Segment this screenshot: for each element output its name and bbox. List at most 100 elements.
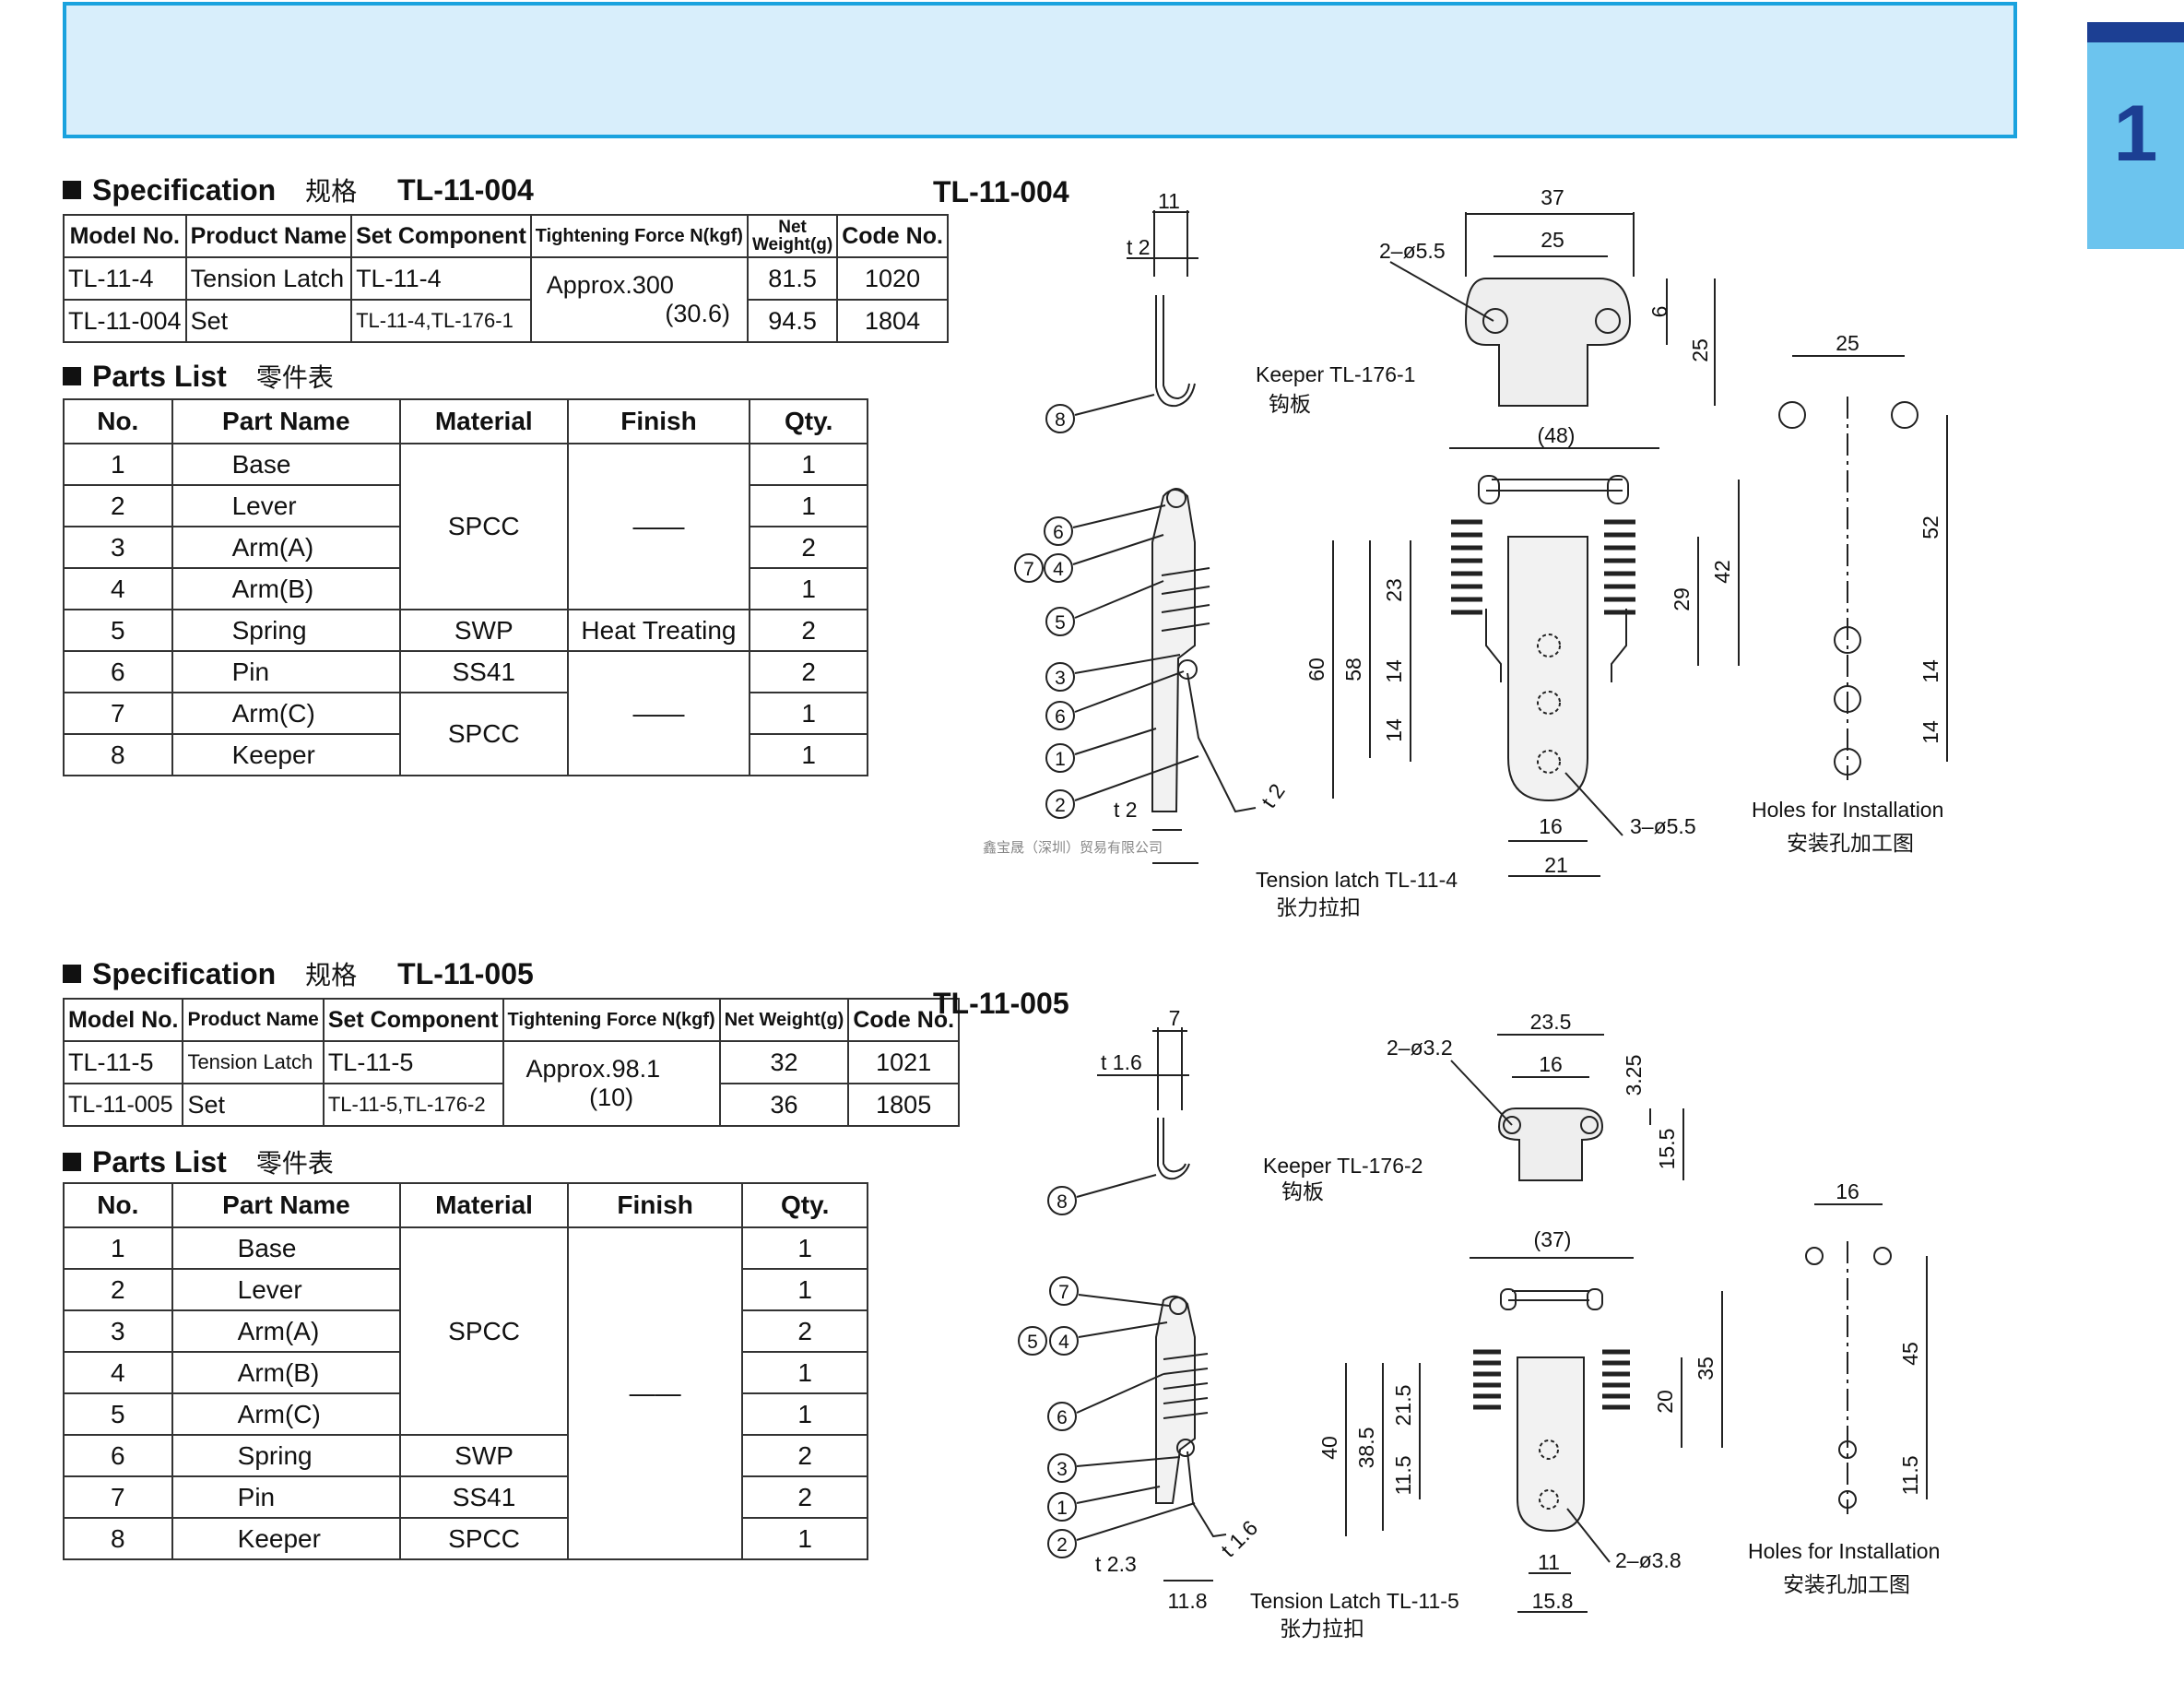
callout-circle (1049, 1276, 1079, 1306)
table-row: 3 Arm(A) 2 (63, 526, 868, 569)
svg-text:3: 3 (1057, 1459, 1068, 1480)
callout-circle (1047, 1492, 1077, 1522)
svg-text:8: 8 (1055, 409, 1066, 431)
leader-line (1076, 1456, 1181, 1467)
leader-line (1078, 1321, 1168, 1338)
table-row: 8 Keeper 1 (63, 733, 868, 776)
latch-side-view (1151, 489, 1196, 812)
svg-text:6: 6 (1647, 306, 1671, 318)
leader-line (1074, 580, 1164, 619)
svg-text:11: 11 (1538, 1550, 1560, 1574)
svg-text:4: 4 (1053, 559, 1064, 580)
svg-text:Keeper TL-176-1: Keeper TL-176-1 (1256, 362, 1415, 386)
svg-text:t 2: t 2 (1127, 235, 1151, 259)
pivot-pin (1176, 1439, 1195, 1457)
svg-text:安装孔加工图: 安装孔加工图 (1787, 831, 1914, 855)
keeper-hole (1482, 308, 1508, 334)
force-cell: Approx.98.1 (10) (502, 1040, 721, 1127)
technical-drawing-2: 7 t 1.6 23.5 16 2–ø3.2 3.25 15.5 16 (37)… (1018, 1006, 1940, 1641)
svg-text:21: 21 (1544, 853, 1568, 877)
leader-line (1074, 670, 1185, 713)
callout-circle (1047, 1186, 1077, 1215)
spec-heading-2: Specification 规格 TL-11-005 (63, 955, 534, 992)
spring-coils-side (1163, 1353, 1209, 1419)
table-row: 4 Arm(B) 1 (63, 567, 868, 610)
table-row: 7 Arm(C) SPCC 1 (63, 692, 868, 776)
svg-text:52: 52 (1918, 515, 1942, 539)
callout-circle (1045, 607, 1075, 636)
latch-hole (1537, 750, 1561, 774)
spring-coils-left (1473, 1349, 1501, 1410)
callout-circle (1014, 553, 1044, 583)
svg-text:t 2.3: t 2.3 (1095, 1552, 1137, 1576)
svg-text:20: 20 (1653, 1390, 1677, 1414)
svg-text:25: 25 (1688, 338, 1712, 362)
callout-circle (1047, 1453, 1077, 1483)
leader-line (1074, 654, 1181, 674)
square-bullet-icon (63, 965, 81, 983)
svg-text:钩板: 钩板 (1281, 1179, 1324, 1203)
lever-arm (1186, 672, 1257, 813)
svg-text:钩板: 钩板 (1269, 392, 1311, 416)
parts-table-1: No. Part Name Material Finish Qty. 1 Bas… (63, 398, 868, 776)
latch-body-front (1517, 1356, 1585, 1533)
callout-circle (1047, 1529, 1077, 1558)
keeper-side-inner (1163, 295, 1190, 400)
drawing-title-1: TL-11-004 (933, 175, 1069, 208)
install-hole (1891, 401, 1918, 429)
latch-hole (1539, 1439, 1559, 1460)
latch-body-front (1507, 536, 1588, 802)
spring-coils-right (1602, 1349, 1630, 1410)
svg-text:5: 5 (1055, 612, 1066, 634)
svg-text:Holes for Installation: Holes for Installation (1752, 798, 1943, 822)
table-header-row: Model No. Product Name Set Component Tig… (63, 214, 949, 258)
pivot-pin (1166, 488, 1186, 508)
svg-text:6: 6 (1055, 706, 1066, 728)
svg-text:2–ø3.2: 2–ø3.2 (1387, 1036, 1453, 1060)
leader-line (1076, 1502, 1196, 1541)
square-bullet-icon (63, 181, 81, 199)
svg-text:(48): (48) (1538, 423, 1576, 447)
table-row: 2 Lever 1 (63, 1268, 868, 1311)
table-row: TL-11-4 Tension Latch TL-11-4 Approx.300… (63, 256, 949, 343)
svg-text:7: 7 (1169, 1006, 1181, 1030)
svg-text:14: 14 (1918, 720, 1942, 744)
square-bullet-icon (63, 1153, 81, 1171)
table-row: TL-11-004 Set TL-11-4,TL-176-1 94.5 1804 (63, 299, 949, 343)
table-row: 5 Arm(C) 1 (63, 1392, 868, 1436)
svg-text:张力拉扣: 张力拉扣 (1280, 1617, 1364, 1641)
callout-circle (1045, 404, 1075, 433)
svg-text:2: 2 (1055, 795, 1066, 816)
pivot-pin (1169, 1297, 1187, 1315)
latch-hinge (1607, 475, 1629, 504)
svg-text:15.5: 15.5 (1655, 1129, 1679, 1170)
svg-text:11.5: 11.5 (1898, 1455, 1922, 1495)
install-hole (1778, 401, 1806, 429)
svg-text:7: 7 (1023, 559, 1034, 580)
svg-text:3–ø5.5: 3–ø5.5 (1630, 814, 1696, 838)
table-row: 1 Base SPCC —— 1 (63, 1226, 868, 1560)
latch-hinge (1478, 475, 1500, 504)
svg-text:21.5: 21.5 (1391, 1385, 1415, 1427)
leader-line (1566, 1508, 1611, 1563)
latch-hole (1537, 691, 1561, 715)
table-row: 6 Spring SWP 2 (63, 1434, 868, 1477)
svg-text:15.8: 15.8 (1532, 1589, 1574, 1613)
section-tab (2087, 42, 2184, 249)
svg-text:2: 2 (1057, 1534, 1068, 1556)
leader-line (1074, 394, 1155, 416)
svg-text:7: 7 (1058, 1282, 1069, 1303)
parts-heading-1: Parts List 零件表 (63, 358, 334, 395)
svg-text:16: 16 (1539, 814, 1563, 838)
spec-table-2: Model No. Product Name Set Component Tig… (62, 998, 961, 1127)
svg-text:14: 14 (1382, 659, 1406, 683)
technical-drawing-1: 11 t 2 37 25 2–ø5.5 6 25 25 (48) 42 29 2… (983, 185, 1948, 919)
svg-text:16: 16 (1836, 1179, 1859, 1203)
svg-text:t 2: t 2 (1257, 779, 1290, 812)
svg-text:1: 1 (1057, 1498, 1068, 1519)
keeper-side-inner (1163, 1118, 1186, 1173)
svg-text:16: 16 (1539, 1052, 1563, 1076)
svg-text:4: 4 (1058, 1332, 1069, 1353)
callout-circle (1044, 553, 1073, 583)
watermark-text: 鑫宝晟（深圳）贸易有限公司 (983, 839, 1163, 856)
